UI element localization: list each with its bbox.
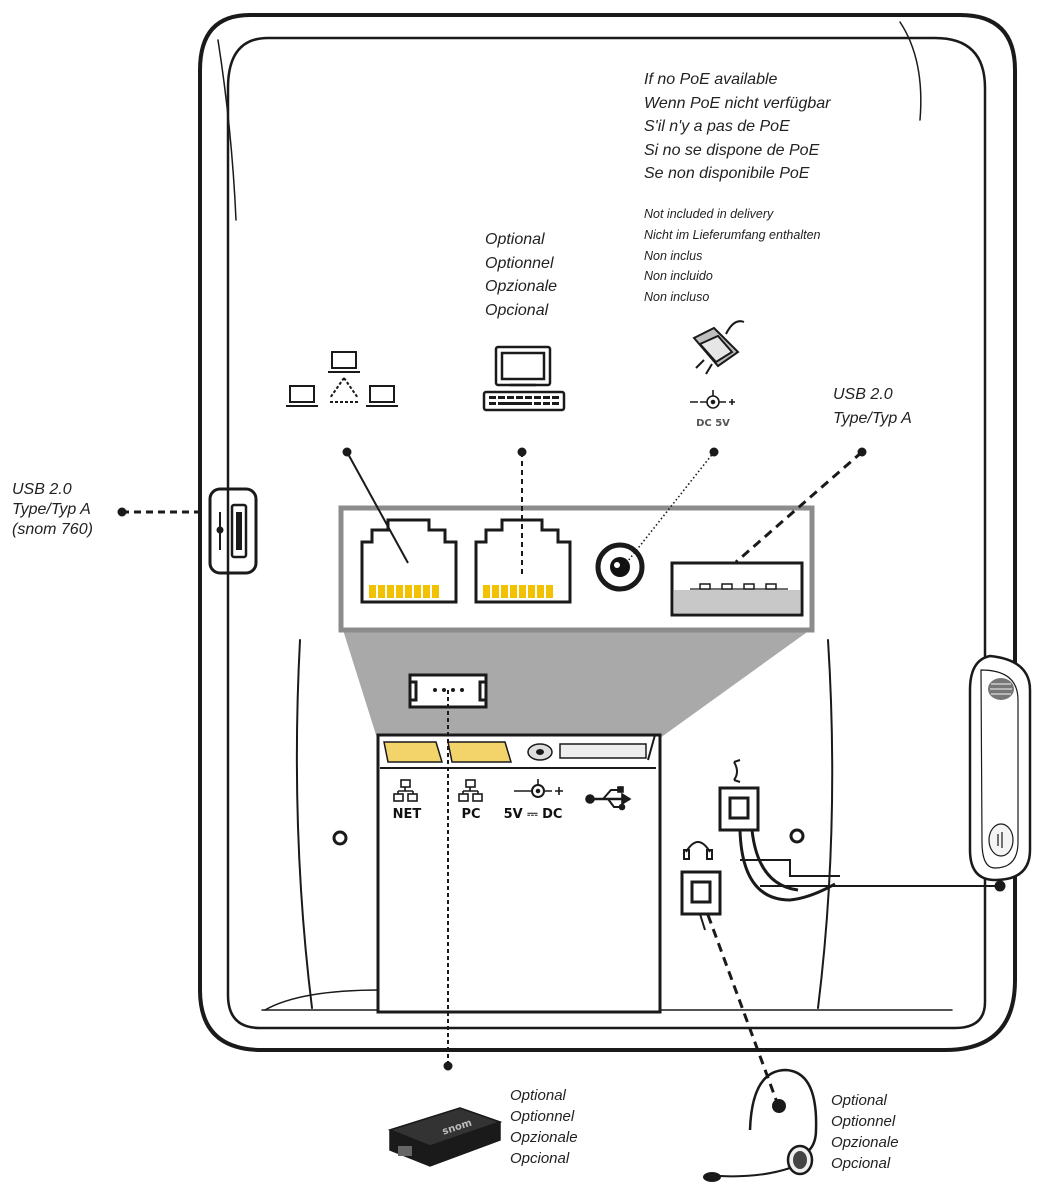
optional-line: Optionnel (831, 1113, 896, 1130)
optional-line: Opcional (485, 301, 549, 319)
delivery-note-line: Non inclus (644, 248, 703, 263)
zoom-panel (338, 505, 815, 633)
pc-icon (458, 779, 483, 802)
usb-trident-icon (585, 786, 632, 811)
optional-ehs-label: Optional Optionnel Opzionale Opcional (510, 1085, 578, 1169)
pc-port-label: PC (461, 807, 480, 822)
optional-line: Optional (485, 231, 545, 248)
side-usb-port (208, 487, 258, 575)
dc-polarity-icon (514, 779, 563, 798)
optional-line: Opcional (510, 1150, 570, 1167)
headset-device (703, 1068, 818, 1182)
usb-rear-line: USB 2.0 (833, 386, 893, 403)
delivery-note-line: Non incluido (644, 269, 713, 284)
delivery-note-line: Nicht im Lieferumfang enthalten (644, 227, 821, 242)
poe-note-line: S'il n'y a pas de PoE (644, 118, 790, 135)
handset (968, 654, 1032, 882)
usb-rear-label: USB 2.0 Type/Typ A (833, 383, 912, 430)
optional-pc-label: Optional Optionnel Opzionale Opcional (485, 228, 557, 322)
net-port-label: NET (393, 807, 422, 822)
dc-port-label: 5V ⎓ DC (504, 807, 563, 822)
usb-side-line: USB 2.0 (12, 481, 72, 498)
optional-line: Optionnel (485, 254, 554, 272)
optional-line: Opcional (831, 1155, 891, 1172)
rj45-net-port (360, 518, 458, 604)
power-adapter-icon (692, 320, 745, 375)
poe-note-line: Se non disponibile PoE (644, 165, 810, 182)
handset-symbol-icon (733, 759, 741, 783)
ehs-adapter-module: snom (387, 1107, 503, 1167)
ehs-connector (408, 673, 488, 709)
usb-rear-line: Type/Typ A (833, 409, 912, 427)
optional-line: Opzionale (510, 1129, 578, 1146)
delivery-note-line: Non incluso (644, 290, 710, 305)
usb-side-line: (snom 760) (12, 521, 93, 538)
leader-lines (117, 447, 1006, 1106)
delivery-note-line: Not included in delivery (644, 207, 774, 221)
poe-note-line: If no PoE available (644, 71, 778, 88)
pc-computer-icon (482, 345, 566, 412)
poe-note-line: Si no se dispone de PoE (644, 141, 820, 159)
dc-5v-label: DC 5V (696, 418, 730, 429)
optional-line: Opzionale (485, 278, 558, 295)
dc-jack (595, 542, 645, 592)
usb-a-port (670, 561, 804, 617)
optional-headset-label: Optional Optionnel Opzionale Opcional (831, 1090, 899, 1174)
network-icon (286, 351, 398, 407)
dc-5v-icon (690, 390, 735, 409)
poe-note-line: Wenn PoE nicht verfügbar (644, 94, 831, 112)
usb-side-line: Type/Typ A (12, 501, 91, 518)
poe-note: If no PoE available Wenn PoE nicht verfü… (644, 68, 830, 186)
zoom-projection (343, 630, 810, 738)
enclosure-port-icons (393, 779, 632, 811)
optional-line: Optionnel (510, 1108, 575, 1125)
optional-line: Opzionale (831, 1134, 899, 1151)
optional-line: Optional (831, 1092, 887, 1109)
net-icon (393, 779, 418, 802)
delivery-note: Not included in delivery Nicht im Liefer… (644, 204, 820, 308)
optional-line: Optional (510, 1087, 566, 1104)
handset-jacks (680, 786, 840, 931)
headset-symbol-icon (683, 841, 713, 860)
usb-side-label: USB 2.0 Type/Typ A (snom 760) (12, 480, 93, 540)
screw-holes (332, 828, 805, 846)
connector-enclosure (376, 733, 662, 1014)
